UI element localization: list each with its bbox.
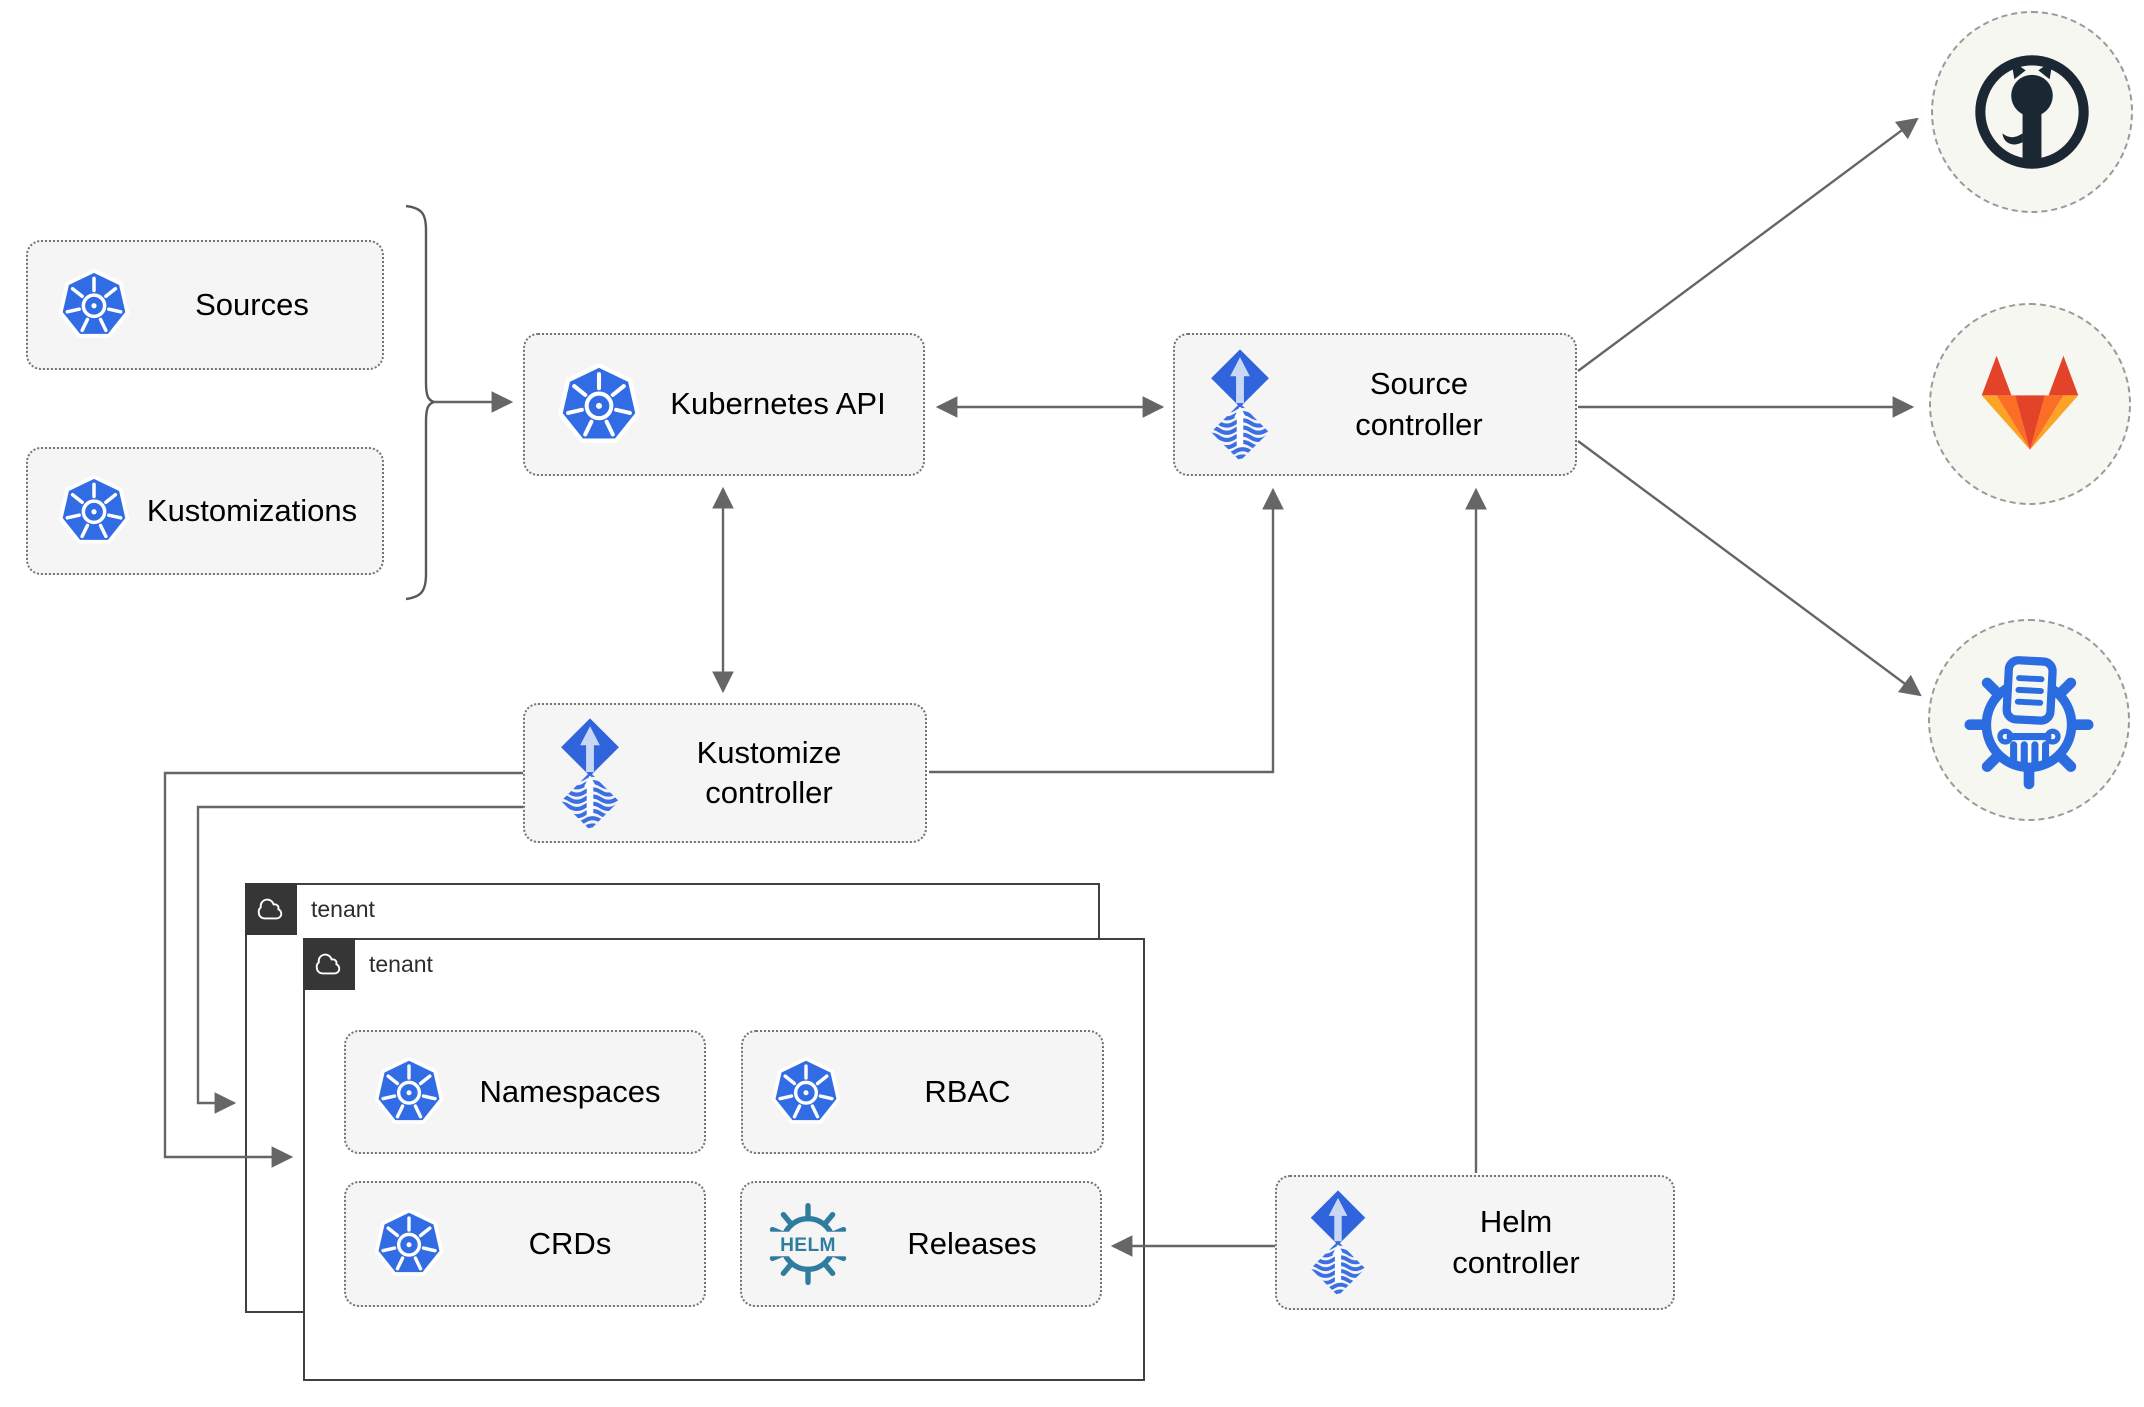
kubernetes-icon bbox=[372, 1055, 446, 1129]
node-label: Kustomize controller bbox=[696, 734, 842, 810]
kubernetes-icon bbox=[56, 473, 132, 549]
gitlab-icon bbox=[1968, 352, 2092, 456]
flux-icon bbox=[557, 717, 623, 830]
kubernetes-icon bbox=[56, 267, 132, 343]
flux-icon bbox=[1307, 1189, 1369, 1296]
helm-wordmark: HELM bbox=[780, 1235, 836, 1256]
rbac-node: RBAC bbox=[741, 1030, 1104, 1154]
sources-node: Sources bbox=[26, 240, 384, 370]
cloud-icon bbox=[314, 949, 344, 979]
tenant-tab bbox=[303, 938, 355, 990]
github-node bbox=[1931, 11, 2133, 213]
node-label: Namespaces bbox=[479, 1073, 661, 1109]
tenant-tab bbox=[245, 883, 297, 935]
kubernetes-icon bbox=[372, 1207, 446, 1281]
tenant-front-container: tenant bbox=[303, 938, 1145, 1381]
kustomize-controller-node: Kustomize controller bbox=[523, 703, 927, 843]
releases-node: HELM Releases bbox=[740, 1181, 1102, 1307]
node-label: Releases bbox=[907, 1225, 1037, 1261]
crds-node: CRDs bbox=[344, 1181, 706, 1307]
kubernetes-icon bbox=[555, 361, 643, 449]
flux-icon bbox=[1207, 348, 1273, 461]
edge-source-controller-to-helm-repository bbox=[1577, 440, 1922, 697]
gitlab-node bbox=[1929, 303, 2131, 505]
node-label: Helm controller bbox=[1452, 1204, 1580, 1280]
source-controller-node: Source controller bbox=[1173, 333, 1577, 476]
helm-controller-node: Helm controller bbox=[1275, 1175, 1675, 1310]
helm-repository-node bbox=[1928, 619, 2130, 821]
helm-wheel-icon: HELM bbox=[762, 1198, 854, 1290]
node-label: Source controller bbox=[1355, 366, 1483, 442]
edge-source-controller-to-github bbox=[1577, 117, 1919, 372]
helm-repository-icon bbox=[1958, 649, 2100, 791]
cloud-icon bbox=[256, 894, 286, 924]
node-label: CRDs bbox=[528, 1225, 612, 1261]
tenant-label: tenant bbox=[369, 950, 433, 977]
node-label: Kustomizations bbox=[146, 492, 358, 528]
tenant-label: tenant bbox=[311, 895, 375, 922]
namespaces-node: Namespaces bbox=[344, 1030, 706, 1154]
github-icon bbox=[1969, 49, 2095, 175]
kubernetes-api-node: Kubernetes API bbox=[523, 333, 925, 476]
node-label: Sources bbox=[195, 286, 309, 322]
kubernetes-icon bbox=[769, 1055, 843, 1129]
kustomizations-node: Kustomizations bbox=[26, 447, 384, 575]
edge-kustomize-controller-to-source-controller bbox=[929, 487, 1284, 774]
grouping-brace bbox=[405, 204, 438, 601]
node-label: RBAC bbox=[924, 1073, 1011, 1109]
node-label: Kubernetes API bbox=[670, 386, 886, 422]
